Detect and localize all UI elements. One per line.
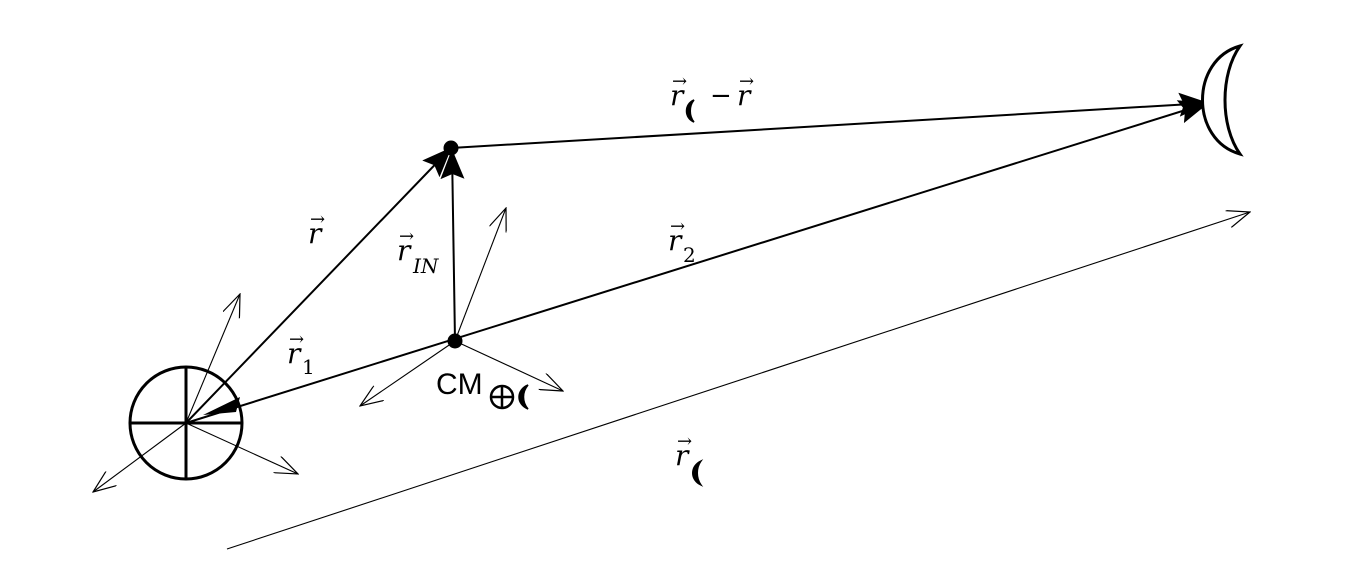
label-r1-main: r	[287, 337, 302, 370]
cm-earth-subscript-icon	[489, 384, 515, 410]
moon-subscript-icon	[685, 99, 695, 123]
moon-crescent-icon	[1201, 43, 1244, 157]
cm-point	[447, 333, 463, 349]
cm-axis-left	[360, 340, 456, 406]
label-r-moon-arrow: →	[677, 431, 692, 452]
label-rmoon-main: r	[670, 79, 685, 112]
label-cm: CM	[436, 368, 529, 410]
label-r-in: r → IN	[397, 226, 440, 278]
label-rmoon-minus-r: r → − r →	[670, 71, 754, 123]
label-r-in-sub: IN	[412, 254, 440, 278]
label-r: r →	[308, 209, 325, 250]
vector-r-moon	[226, 212, 1250, 550]
vector-r	[185, 147, 452, 424]
cm-moon-subscript-icon	[518, 384, 529, 410]
angle-wedge	[203, 397, 240, 415]
label-r-second: r	[737, 79, 752, 112]
vector-r1-r2	[185, 100, 1209, 424]
label-r-in-main: r	[397, 234, 412, 267]
moon-subscript-icon	[692, 459, 704, 487]
vector-rmoon-minus-r	[450, 92, 1209, 149]
earth-axis-left	[93, 422, 187, 492]
label-r-moon: r →	[675, 431, 704, 487]
label-r2-sub: 2	[683, 243, 696, 267]
label-minus-sign: −	[710, 81, 732, 111]
label-r2-arrow: →	[670, 216, 685, 237]
earth-axis-up	[185, 294, 240, 424]
particle-point	[443, 140, 459, 156]
cm-axis-up	[454, 208, 506, 342]
label-r2: r → 2	[668, 216, 696, 267]
label-r2-main: r	[668, 224, 683, 257]
label-r1-sub: 1	[302, 355, 315, 379]
label-rmoon-arrow: →	[672, 71, 687, 92]
label-r1-arrow: →	[289, 329, 304, 350]
earth-axis-right	[185, 422, 298, 474]
label-r-arrow: →	[310, 209, 325, 230]
label-r-in-arrow: →	[399, 226, 414, 247]
vector-r-in	[440, 149, 465, 342]
label-r-main: r	[308, 217, 323, 250]
cm-frame-axes	[360, 208, 563, 406]
label-r-second-arrow: →	[739, 71, 754, 92]
cm-axis-right	[454, 340, 563, 391]
label-r1: r → 1	[287, 329, 315, 379]
label-r-moon-main: r	[675, 439, 690, 472]
label-cm-text: CM	[436, 368, 483, 401]
earth-frame-axes	[93, 294, 298, 492]
